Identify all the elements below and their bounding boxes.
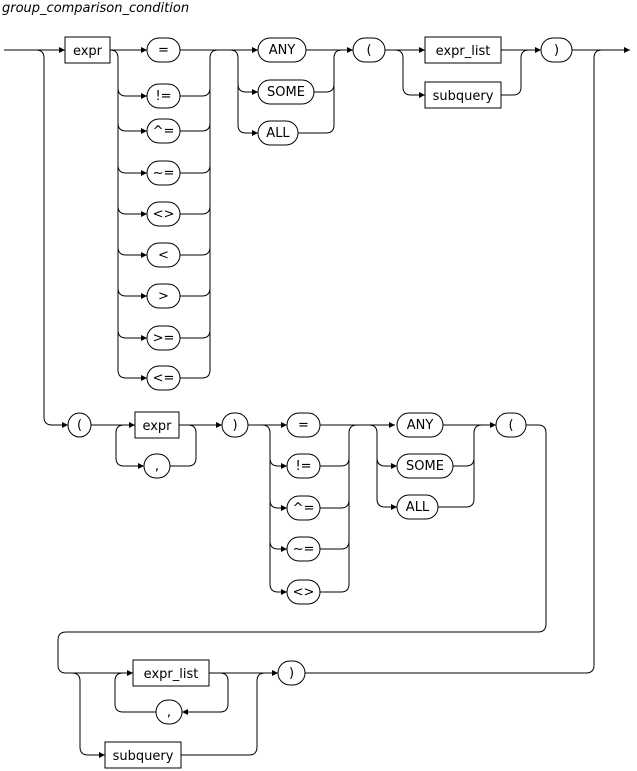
subquery-node-row1: subquery [424, 81, 502, 109]
svg-text:expr: expr [142, 419, 172, 434]
svg-text:!=: != [155, 89, 171, 104]
operator-not-equals-row1: != [146, 83, 181, 109]
svg-text:SOME: SOME [267, 85, 305, 100]
keyword-any-row1: ANY [257, 37, 307, 63]
operator-equals-row2: = [286, 412, 321, 438]
svg-text:!=: != [295, 459, 311, 474]
keyword-some-row1: SOME [257, 79, 315, 105]
left-paren-row2: ( [67, 412, 92, 438]
svg-text:>=: >= [153, 331, 175, 346]
expr-label: expr [73, 44, 103, 59]
svg-text:SOME: SOME [406, 459, 444, 474]
svg-text:): ) [554, 43, 559, 58]
right-paren-row2: ) [221, 412, 249, 438]
svg-text:<=: <= [153, 371, 175, 386]
svg-text:=: = [298, 418, 309, 433]
operator-ltgt-row1: <> [146, 201, 181, 227]
right-paren-row3: ) [277, 660, 306, 686]
expr-node-row1: expr [64, 36, 111, 64]
svg-text:<>: <> [293, 585, 315, 600]
comma-row2: , [143, 453, 171, 479]
svg-text:<: < [158, 248, 169, 263]
comma-row3: , [155, 699, 183, 725]
svg-text:ANY: ANY [407, 418, 434, 433]
svg-text:~=: ~= [153, 166, 175, 181]
svg-text:,: , [155, 459, 159, 474]
operator-less-equal-row1: <= [146, 365, 181, 391]
svg-text:~=: ~= [293, 542, 315, 557]
operator-caret-equals-row2: ^= [286, 495, 321, 521]
svg-text:,: , [167, 705, 171, 720]
svg-text:subquery: subquery [113, 749, 174, 764]
operator-caret-equals-row1: ^= [146, 118, 181, 144]
diagram-title: group_comparison_condition [2, 1, 189, 16]
svg-text:^=: ^= [153, 124, 175, 139]
operator-equals-row1: = [146, 37, 181, 63]
operator-greater-equal-row1: >= [146, 325, 181, 351]
svg-text:expr_list: expr_list [436, 44, 491, 59]
svg-text:>: > [158, 289, 169, 304]
expr-list-node-row3: expr_list [132, 659, 210, 687]
keyword-all-row2: ALL [396, 494, 439, 520]
operator-tilde-equals-row1: ~= [146, 160, 181, 186]
keyword-any-row2: ANY [396, 412, 444, 438]
svg-text:(: ( [366, 43, 371, 58]
svg-text:^=: ^= [293, 501, 315, 516]
svg-text:): ) [232, 418, 237, 433]
left-paren-row1: ( [352, 37, 386, 63]
left-paren-row2-end: ( [495, 412, 527, 438]
svg-text:ALL: ALL [266, 126, 290, 141]
operator-greater-than-row1: > [146, 283, 181, 309]
svg-text:ALL: ALL [406, 500, 430, 515]
keyword-some-row2: SOME [396, 453, 454, 479]
svg-text:subquery: subquery [433, 89, 494, 104]
svg-text:expr_list: expr_list [144, 667, 199, 682]
operator-ltgt-row2: <> [286, 579, 321, 605]
keyword-all-row1: ALL [257, 120, 299, 146]
svg-text:): ) [289, 666, 294, 681]
right-paren-row1: ) [540, 37, 573, 63]
subquery-node-row3: subquery [104, 741, 182, 769]
expr-list-node-row1: expr_list [424, 36, 502, 64]
svg-text:(: ( [508, 418, 513, 433]
operator-tilde-equals-row2: ~= [286, 536, 321, 562]
operator-not-equals-row2: != [286, 453, 321, 479]
operator-less-than-row1: < [146, 242, 181, 268]
svg-text:ANY: ANY [269, 43, 296, 58]
expr-node-row2: expr [134, 411, 180, 439]
svg-text:=: = [158, 43, 169, 58]
svg-text:(: ( [77, 418, 82, 433]
svg-text:<>: <> [153, 207, 175, 222]
